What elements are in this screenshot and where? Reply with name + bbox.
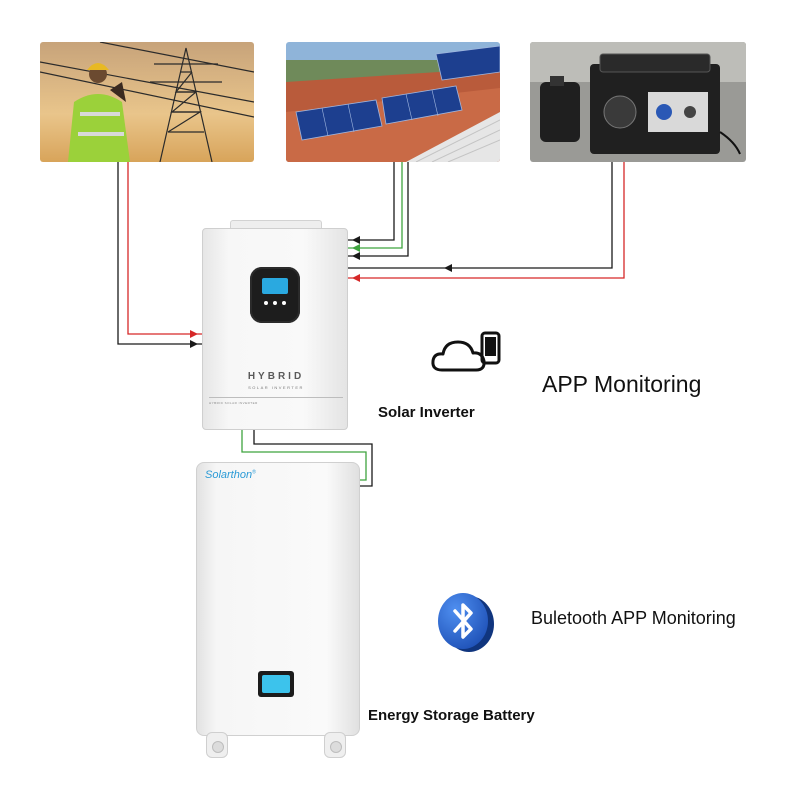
- bluetooth-icon: [438, 593, 494, 652]
- generator-neutral-wire: [348, 162, 613, 269]
- inverter-button: [273, 301, 277, 305]
- inverter-mount-bracket: [230, 220, 322, 231]
- solar-negative-wire: [348, 162, 395, 241]
- energy-storage-battery-label: Energy Storage Battery: [368, 707, 535, 724]
- battery-wheel: [324, 732, 346, 758]
- solar-inverter-label: Solar Inverter: [378, 404, 475, 421]
- solar-ground-wire: [348, 162, 403, 249]
- battery-brand-name: Solarthon: [205, 469, 253, 481]
- inverter-button: [264, 301, 268, 305]
- battery-wheel: [206, 732, 228, 758]
- power-grid-photo: [40, 42, 254, 162]
- solar-positive-wire: [348, 162, 409, 257]
- inverter-plate-text: HYBRID SOLAR INVERTER: [209, 401, 258, 405]
- inverter-divider: [209, 397, 343, 398]
- battery-display: [258, 671, 294, 697]
- solar-inverter: HYBRID SOLAR INVERTER HYBRID SOLAR INVER…: [202, 220, 348, 430]
- battery-body: Solarthon®: [196, 462, 360, 736]
- energy-storage-battery: Solarthon®: [196, 462, 360, 762]
- inverter-button: [282, 301, 286, 305]
- grid-neutral-wire: [117, 162, 202, 345]
- battery-lcd: [262, 675, 290, 693]
- battery-brand: Solarthon®: [205, 469, 256, 481]
- inverter-lcd: [262, 278, 288, 294]
- generator-live-wire: [348, 162, 625, 279]
- inverter-subtitle: SOLAR INVERTER: [248, 385, 304, 390]
- solar-panel-photo: [286, 42, 500, 162]
- inverter-body: HYBRID SOLAR INVERTER HYBRID SOLAR INVER…: [202, 228, 348, 430]
- battery-brand-mark: ®: [252, 469, 256, 476]
- bluetooth-monitoring-label: Buletooth APP Monitoring: [531, 608, 736, 628]
- cloud-phone-icon: [431, 331, 501, 372]
- grid-live-wire: [127, 162, 202, 335]
- app-monitoring-label: APP Monitoring: [542, 371, 702, 397]
- generator-photo: [530, 42, 746, 162]
- inverter-title: HYBRID: [247, 371, 305, 382]
- inverter-display: [250, 267, 300, 323]
